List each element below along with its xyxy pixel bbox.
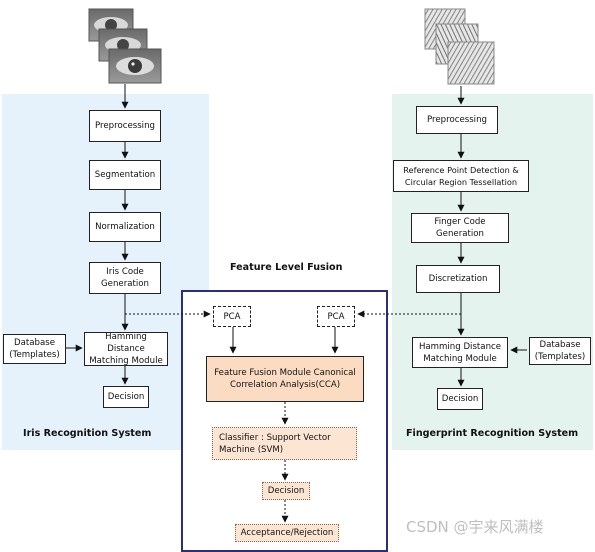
svm-classifier-box: Classifier : Support Vector Machine (SVM…: [212, 427, 357, 460]
acceptance-rejection-box: Acceptance/Rejection: [235, 524, 339, 542]
iris-code-generation-box: Iris Code Generation: [89, 262, 161, 294]
iris-segmentation-box: Segmentation: [89, 160, 161, 190]
fingerprint-decision-box: Decision: [437, 388, 483, 410]
feature-fusion-module-box: Feature Fusion Module Canonical Correlat…: [206, 356, 364, 402]
reference-point-detection-box: Reference Point Detection & Circular Reg…: [393, 160, 529, 192]
fingerprint-image-stack: [424, 8, 495, 85]
fingerprint-image-3: [447, 41, 495, 85]
pca-right-box: PCA: [317, 306, 355, 327]
iris-preprocessing-box: Preprocessing: [89, 110, 161, 142]
iris-database-box: Database (Templates): [3, 334, 66, 364]
fingerprint-preprocessing-box: Preprocessing: [416, 106, 498, 134]
discretization-box: Discretization: [416, 265, 500, 293]
iris-image-stack: [88, 8, 162, 84]
finger-code-generation-box: Finger Code Generation: [411, 213, 509, 243]
iris-decision-box: Decision: [103, 386, 149, 408]
watermark: CSDN @宇来风满楼: [406, 518, 544, 536]
fusion-title: Feature Level Fusion: [230, 262, 343, 273]
fingerprint-hamming-matching-box: Hamming Distance Matching Module: [412, 337, 508, 368]
eye-image-2: [98, 28, 148, 62]
iris-hamming-matching-box: Hamming Distance Matching Module: [84, 332, 168, 366]
fingerprint-database-box: Database (Templates): [529, 337, 591, 365]
iris-system-title: Iris Recognition System: [23, 428, 152, 439]
fusion-decision-box: Decision: [262, 482, 310, 500]
eye-image-3: [108, 48, 162, 84]
pca-left-box: PCA: [213, 306, 251, 327]
fingerprint-system-title: Fingerprint Recognition System: [406, 428, 579, 439]
iris-normalization-box: Normalization: [89, 212, 161, 242]
